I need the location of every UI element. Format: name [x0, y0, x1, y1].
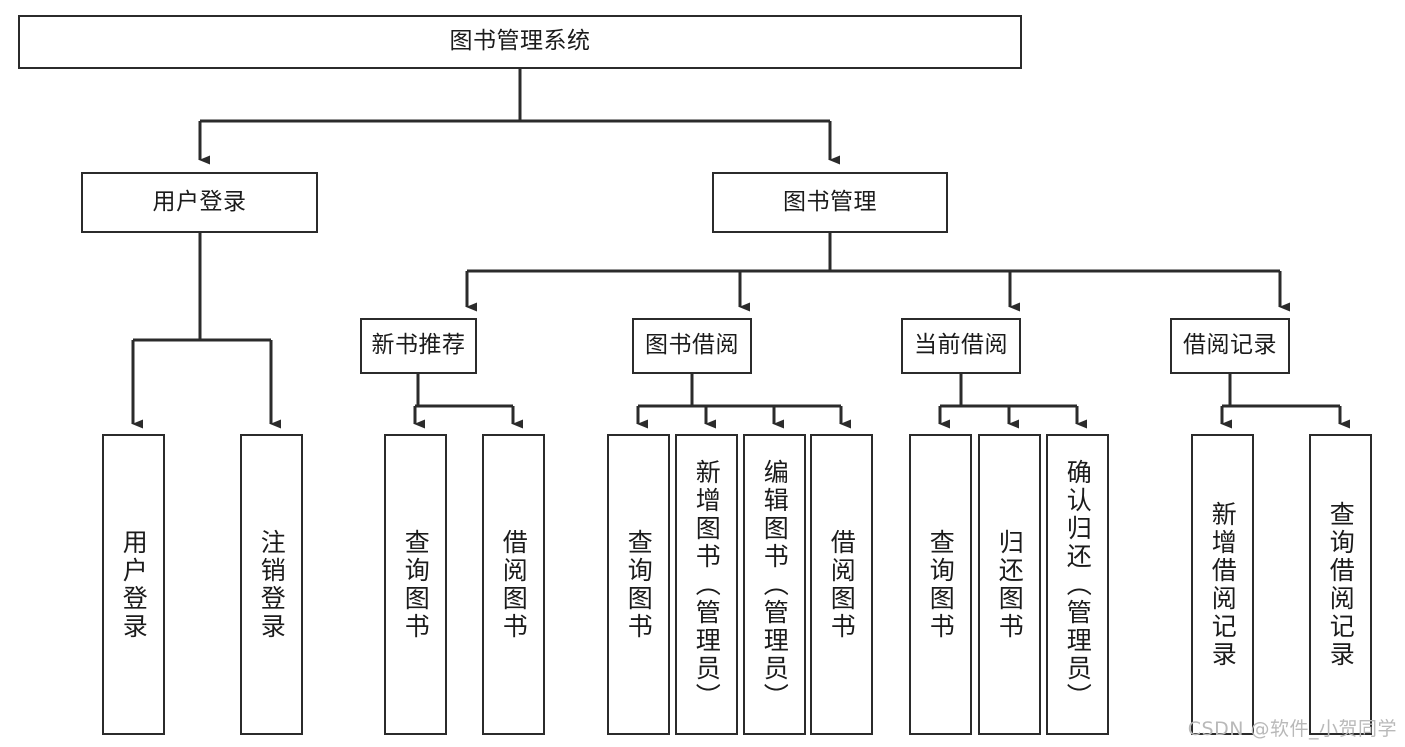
node-leaf-query-borrow-record[interactable]: 查询借阅记录 — [1309, 434, 1372, 735]
node-borrow-record[interactable]: 借阅记录 — [1170, 318, 1290, 374]
node-book-borrow[interactable]: 图书借阅 — [632, 318, 752, 374]
node-leaf-borrow-book-label: 借阅图书 — [827, 528, 857, 641]
node-current-borrow[interactable]: 当前借阅 — [901, 318, 1021, 374]
node-book-management[interactable]: 图书管理 — [712, 172, 948, 233]
node-leaf-return-book-label: 归还图书 — [995, 528, 1025, 641]
node-leaf-confirm-return-admin-label: 确认归还（管理员） — [1063, 458, 1093, 711]
node-leaf-borrow-query-book[interactable]: 查询图书 — [607, 434, 670, 735]
node-leaf-borrow-query-book-label: 查询图书 — [624, 528, 654, 641]
node-leaf-add-borrow-record-label: 新增借阅记录 — [1208, 500, 1238, 669]
node-book-borrow-label: 图书借阅 — [645, 332, 739, 359]
node-leaf-rec-borrow-book[interactable]: 借阅图书 — [482, 434, 545, 735]
node-borrow-record-label: 借阅记录 — [1183, 332, 1277, 359]
node-leaf-user-login[interactable]: 用户登录 — [102, 434, 165, 735]
node-leaf-confirm-return-admin[interactable]: 确认归还（管理员） — [1046, 434, 1109, 735]
csdn-watermark: CSDN @软件_小贺同学 — [1187, 718, 1397, 740]
node-root-label: 图书管理系统 — [449, 28, 591, 55]
node-leaf-rec-query-book[interactable]: 查询图书 — [384, 434, 447, 735]
node-leaf-return-book[interactable]: 归还图书 — [978, 434, 1041, 735]
node-leaf-user-logout[interactable]: 注销登录 — [240, 434, 303, 735]
node-leaf-current-query-book[interactable]: 查询图书 — [909, 434, 972, 735]
node-leaf-user-logout-label: 注销登录 — [257, 528, 287, 641]
node-user-login[interactable]: 用户登录 — [81, 172, 318, 233]
node-book-management-label: 图书管理 — [783, 188, 877, 215]
node-leaf-add-book-admin-label: 新增图书（管理员） — [692, 458, 722, 711]
node-leaf-edit-book-admin[interactable]: 编辑图书（管理员） — [743, 434, 806, 735]
node-current-borrow-label: 当前借阅 — [914, 332, 1008, 359]
node-root[interactable]: 图书管理系统 — [18, 15, 1022, 69]
node-leaf-rec-borrow-book-label: 借阅图书 — [499, 528, 529, 641]
node-leaf-add-book-admin[interactable]: 新增图书（管理员） — [675, 434, 738, 735]
node-new-book-recommend[interactable]: 新书推荐 — [360, 318, 477, 374]
node-user-login-label: 用户登录 — [152, 188, 247, 215]
node-leaf-current-query-book-label: 查询图书 — [926, 528, 956, 641]
node-leaf-user-login-label: 用户登录 — [119, 528, 149, 641]
node-leaf-rec-query-book-label: 查询图书 — [401, 528, 431, 641]
node-leaf-query-borrow-record-label: 查询借阅记录 — [1326, 500, 1356, 669]
node-new-book-recommend-label: 新书推荐 — [371, 332, 466, 359]
node-leaf-edit-book-admin-label: 编辑图书（管理员） — [760, 458, 790, 711]
node-leaf-borrow-book[interactable]: 借阅图书 — [810, 434, 873, 735]
node-leaf-add-borrow-record[interactable]: 新增借阅记录 — [1191, 434, 1254, 735]
